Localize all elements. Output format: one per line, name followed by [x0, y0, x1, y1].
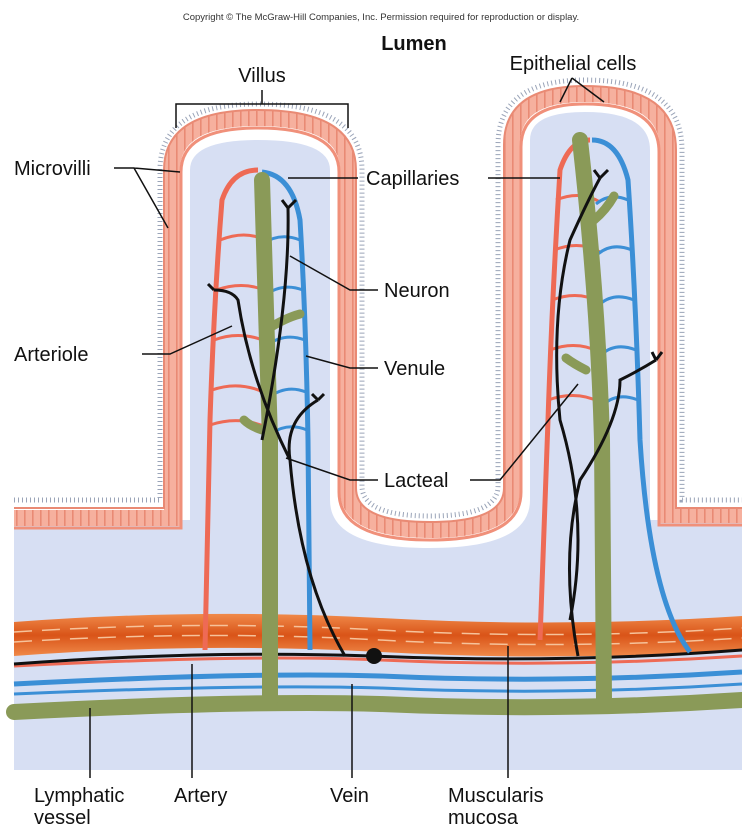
label-villus: Villus: [238, 65, 285, 87]
label-muscularis-1: Muscularis: [448, 785, 544, 807]
label-lacteal: Lacteal: [384, 470, 449, 492]
label-muscularis-2: mucosa: [448, 807, 519, 829]
label-artery: Artery: [174, 785, 227, 807]
label-capillaries: Capillaries: [366, 168, 459, 190]
label-lumen: Lumen: [381, 33, 447, 55]
label-venule: Venule: [384, 358, 445, 380]
label-lymphatic-vessel-1: Lymphatic: [34, 785, 124, 807]
label-vein: Vein: [330, 785, 369, 807]
label-microvilli: Microvilli: [14, 158, 91, 180]
base-lymphatic: [14, 700, 742, 712]
copyright-notice: Copyright © The McGraw-Hill Companies, I…: [183, 12, 579, 23]
label-neuron: Neuron: [384, 280, 450, 302]
label-lymphatic-vessel-2: vessel: [34, 807, 91, 829]
label-epithelial-cells: Epithelial cells: [510, 53, 637, 75]
label-arteriole: Arteriole: [14, 344, 88, 366]
neuron-cell-body: [366, 648, 382, 664]
lamina-propria: [14, 112, 742, 770]
